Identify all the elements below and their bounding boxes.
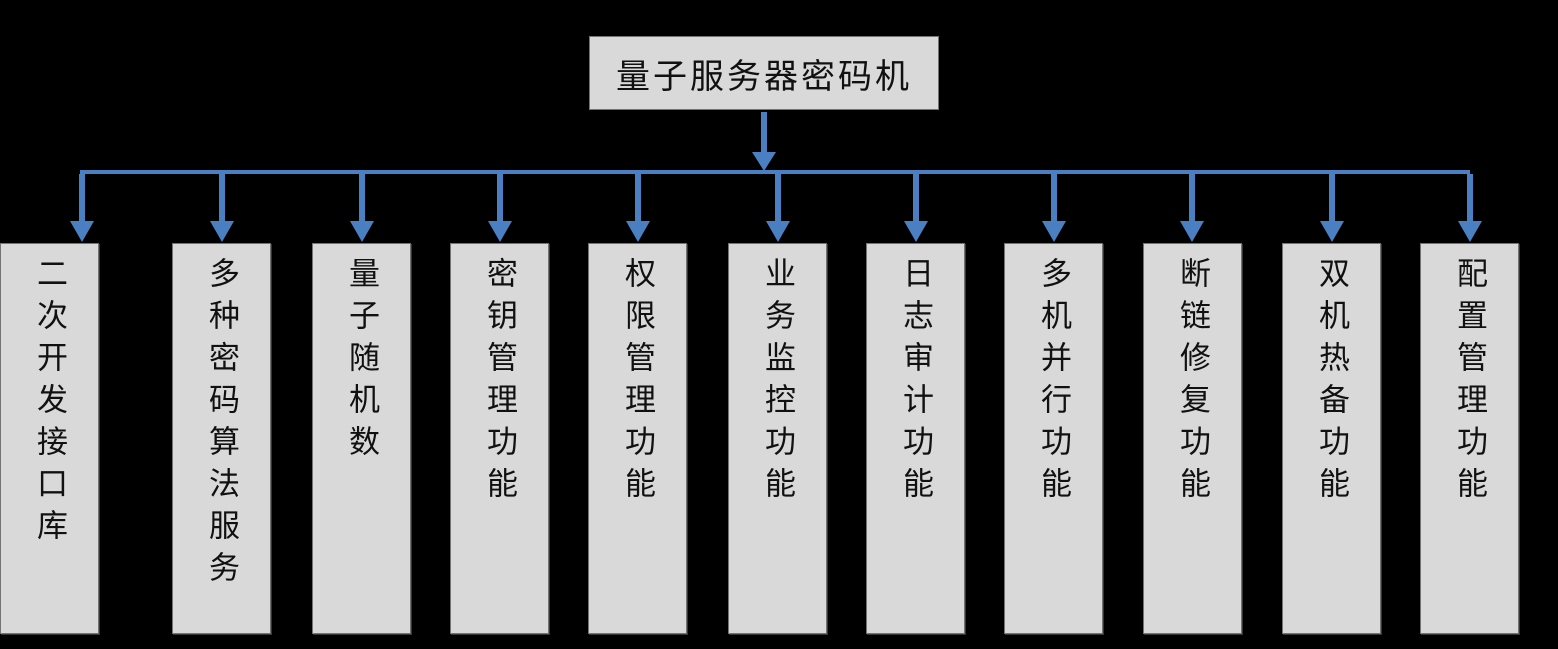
child-node-label: 量子随机数	[344, 257, 379, 467]
child-node-permission-management: 权限管理功能	[588, 243, 687, 634]
child-node-label: 业务监控功能	[760, 257, 795, 509]
root-node-label: 量子服务器密码机	[616, 58, 912, 96]
child-node-label: 权限管理功能	[620, 257, 655, 509]
drop-arrows	[70, 174, 1482, 242]
child-node-label: 双机热备功能	[1314, 257, 1349, 509]
root-node: 量子服务器密码机	[589, 36, 939, 110]
root-arrow-down-icon	[752, 112, 776, 171]
arrow-down-icon	[488, 174, 512, 242]
arrow-down-icon	[1320, 174, 1344, 242]
child-node-label: 配置管理功能	[1452, 257, 1487, 509]
child-node-business-monitoring: 业务监控功能	[728, 243, 827, 634]
arrow-down-icon	[1042, 174, 1066, 242]
child-node-broken-link-repair: 断链修复功能	[1143, 243, 1242, 634]
arrow-down-icon	[904, 174, 928, 242]
bus-line	[80, 170, 1470, 174]
child-node-log-audit: 日志审计功能	[866, 243, 965, 634]
child-node-multi-machine-parallel: 多机并行功能	[1004, 243, 1103, 634]
child-node-dual-machine-hot-standby: 双机热备功能	[1282, 243, 1381, 634]
child-node-secondary-dev-interface-library: 二次开发接口库	[0, 243, 99, 634]
child-node-algorithm-services: 多种密码算法服务	[172, 243, 271, 634]
child-node-label: 二次开发接口库	[32, 257, 67, 551]
arrow-down-icon	[210, 174, 234, 242]
arrow-down-icon	[626, 174, 650, 242]
arrow-down-icon	[350, 174, 374, 242]
child-node-label: 多种密码算法服务	[204, 257, 239, 593]
child-node-configuration-management: 配置管理功能	[1420, 243, 1519, 634]
arrow-down-icon	[766, 174, 790, 242]
child-node-key-management: 密钥管理功能	[450, 243, 549, 634]
child-node-label: 日志审计功能	[898, 257, 933, 509]
arrow-down-icon	[1458, 174, 1482, 242]
child-node-label: 多机并行功能	[1036, 257, 1071, 509]
child-node-quantum-random-number: 量子随机数	[312, 243, 411, 634]
child-node-label: 断链修复功能	[1175, 257, 1210, 509]
arrow-down-icon	[1180, 174, 1204, 242]
child-node-label: 密钥管理功能	[482, 257, 517, 509]
arrow-down-icon	[70, 174, 94, 242]
